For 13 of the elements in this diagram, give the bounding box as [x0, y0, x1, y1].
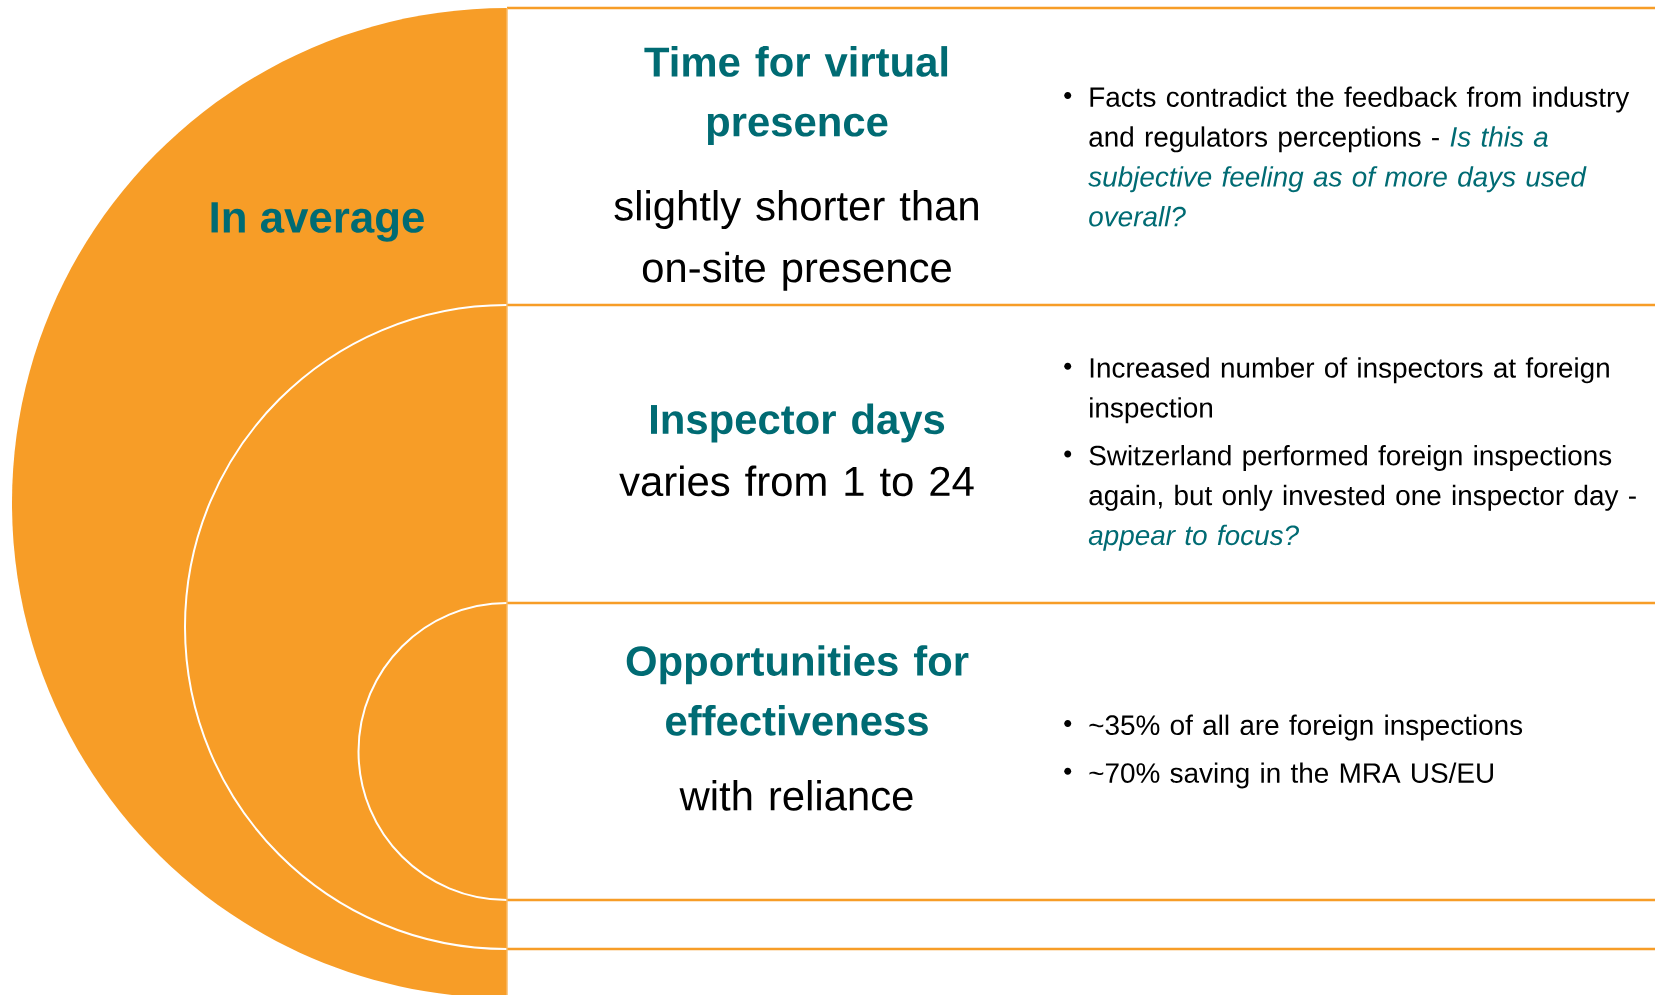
bullet-text: Increased number of inspectors at foreign inspection	[1064, 357, 1609, 424]
row-subtitle: with reliance	[679, 780, 913, 811]
row-subtitle: slightly shorter than on-site presence	[614, 190, 978, 291]
bullet-text: Switzerland performed foreign inspections again, but only invested one inspector day - appear to focus?	[1064, 445, 1636, 551]
row-heading: Inspector days	[651, 403, 945, 443]
bullet-text: ~35% of all are foreign inspections	[1064, 714, 1523, 741]
row-heading: Opportunities for effectiveness	[626, 645, 969, 736]
half-circle-outline	[357, 602, 508, 901]
bullet-text: ~70% saving in the MRA US/EU	[1064, 762, 1493, 789]
half-circle-outline	[184, 304, 508, 950]
row-heading: Time for virtual presence	[644, 46, 948, 145]
bullet-text: Facts contradict the feedback from industry and regulators perceptions - Is this a subjective feeling as of more days used overall?	[1064, 86, 1630, 227]
row-subtitle: varies from 1 to 24	[619, 465, 974, 497]
